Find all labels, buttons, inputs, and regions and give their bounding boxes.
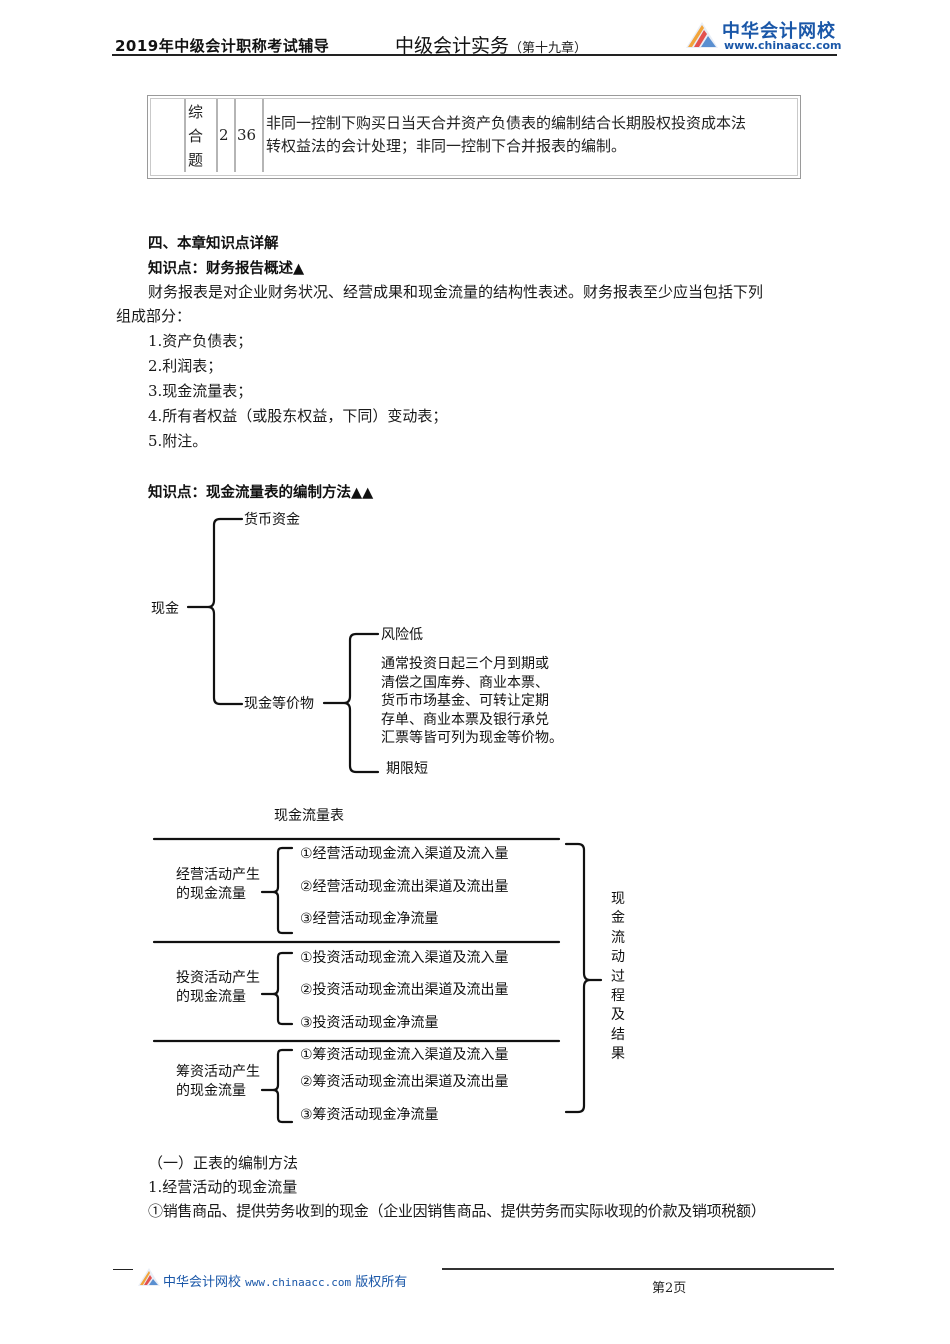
header-divider [112,54,837,56]
cash-root-label: 现金 [151,601,179,617]
equivalents-short-term: 期限短 [386,761,428,777]
list-item: 3.现金流量表； [148,382,253,400]
question-count: 2 [219,126,229,144]
course-name: 中级会计实务 [395,35,510,57]
group-label-financing: 筹资活动产生 的现金流量 [176,1064,260,1099]
question-score: 36 [237,126,257,144]
exam-summary-table: 综 合 题 2 36 非同一控制下购买日当天合并资产负债表的编制结合长期股权投资… [147,95,801,179]
footer-logo-icon [136,1266,162,1292]
page-number: 第2页 [652,1281,687,1296]
header-exam-title: 2019年中级会计职称考试辅导 [115,37,330,55]
knowledge-point-title-2: 知识点：现金流量表的编制方法▲▲ [148,485,374,501]
table-cell-content [262,99,796,172]
financing-item: ②筹资活动现金流出渠道及流出量 [300,1074,509,1090]
financing-item: ③筹资活动现金净流量 [300,1107,439,1123]
investing-item: ②投资活动现金流出渠道及流出量 [300,982,509,998]
investing-item: ①投资活动现金流入渠道及流入量 [300,950,509,966]
method-item-1: 1.经营活动的现金流量 [148,1178,298,1196]
cash-branch-currency: 货币资金 [244,512,300,528]
operating-item: ①经营活动现金流入渠道及流入量 [300,846,509,862]
header-course-title: 中级会计实务（第十九章） [395,31,587,58]
footer-url[interactable]: www.chinaacc.com [245,1276,352,1289]
question-type: 综 合 题 [188,103,204,169]
list-item: 2.利润表； [148,357,223,375]
chapter-label: （第十九章） [509,41,588,56]
list-item: 5.附注。 [148,432,208,450]
footer-divider-left [113,1269,133,1270]
knowledge-point-title-1: 知识点：财务报告概述▲ [148,261,305,277]
kp1-paragraph-line2: 组成部分： [116,307,192,325]
method-item-1-1: ①销售商品、提供劳务收到的现金（企业因销售商品、提供劳务而实际收现的价款及销项税… [148,1202,766,1220]
footer-copyright: 中华会计网校 www.chinaacc.com 版权所有 [163,1271,407,1290]
footer-rights: 版权所有 [355,1275,408,1290]
logo-triangle-icon [686,22,718,48]
operating-item: ③经营活动现金净流量 [300,911,439,927]
financing-item: ①筹资活动现金流入渠道及流入量 [300,1047,509,1063]
operating-item: ②经营活动现金流出渠道及流出量 [300,879,509,895]
group-label-investing: 投资活动产生 的现金流量 [176,970,260,1005]
cash-branch-equivalents: 现金等价物 [244,696,314,712]
logo-name: 中华会计网校 [722,21,836,42]
method-subheading: （一）正表的编制方法 [148,1154,299,1172]
cashflow-side-label: 现 金 流 动 过 程 及 结 果 [611,891,625,1063]
cashflow-diagram-title: 现金流量表 [274,808,344,824]
kp1-paragraph-line1: 财务报表是对企业财务状况、经营成果和现金流量的结构性表述。财务报表至少应当包括下… [148,283,764,301]
footer-divider-right [442,1268,834,1270]
equivalents-description: 通常投资日起三个月到期或 清偿之国库券、商业本票、 货币市场基金、可转让定期 存… [381,656,563,746]
equivalents-low-risk: 风险低 [381,627,423,643]
logo-url[interactable]: www.chinaacc.com [724,39,842,52]
list-item: 4.所有者权益（或股东权益，下同）变动表； [148,407,448,425]
investing-item: ③投资活动现金净流量 [300,1015,439,1031]
site-logo [682,18,838,54]
group-label-operating: 经营活动产生 的现金流量 [176,867,260,902]
question-content: 非同一控制下购买日当天合并资产负债表的编制结合长期股权投资成本法 转权益法的会计… [266,114,747,155]
footer-brand: 中华会计网校 [163,1275,242,1290]
section-heading: 四、本章知识点详解 [148,236,279,252]
list-item: 1.资产负债表； [148,332,253,350]
